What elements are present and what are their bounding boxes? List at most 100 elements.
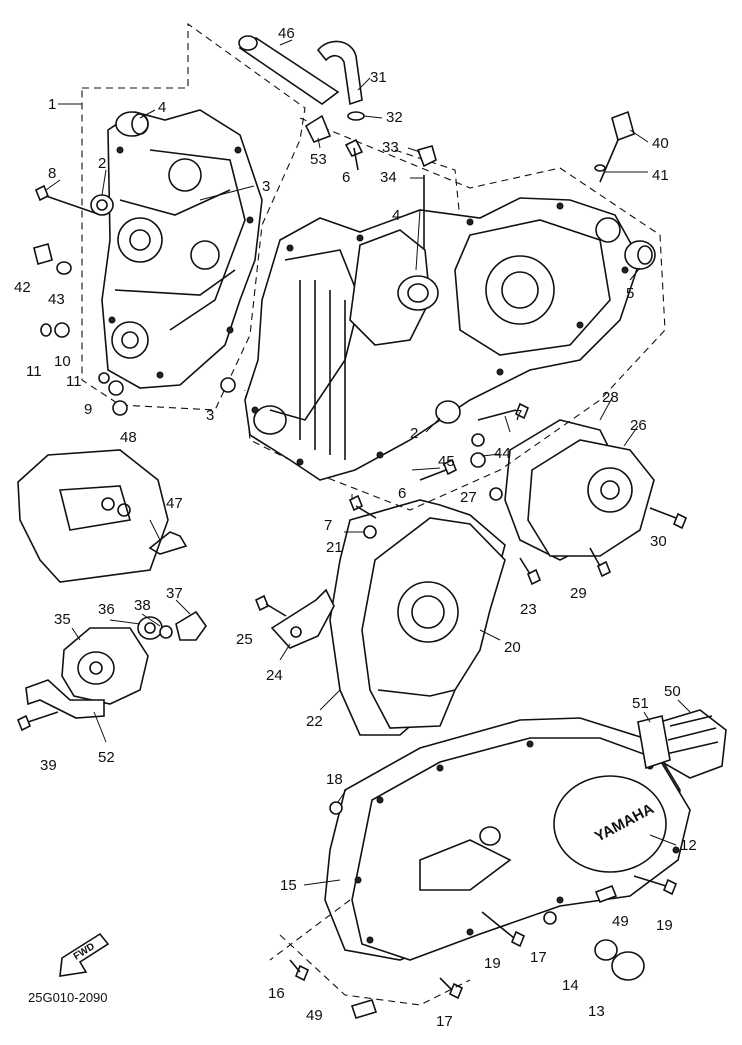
callout-6: 6 xyxy=(342,169,350,186)
seal-51 xyxy=(637,715,671,770)
washer-44 xyxy=(471,433,485,447)
gasket-43 xyxy=(56,261,72,275)
o-ring-14 xyxy=(594,939,618,961)
callout-51: 51 xyxy=(632,695,649,712)
dowel-27 xyxy=(489,487,503,501)
seal-38 xyxy=(159,625,173,639)
callout-34: 34 xyxy=(380,169,397,186)
bolt-39 xyxy=(16,711,59,732)
callout-10: 10 xyxy=(54,353,71,370)
nut-45 xyxy=(470,452,486,468)
callout-40: 40 xyxy=(652,135,669,152)
callout-3-lower: 3 xyxy=(206,407,214,424)
callout-16: 16 xyxy=(268,985,285,1002)
callout-33: 33 xyxy=(382,139,399,156)
callout-36: 36 xyxy=(98,601,115,618)
clip-47 xyxy=(148,531,188,555)
callout-26: 26 xyxy=(630,417,647,434)
bolt-16 xyxy=(289,959,310,982)
callout-35: 35 xyxy=(54,611,71,628)
pin-49-a xyxy=(594,884,618,904)
callout-13: 13 xyxy=(588,1003,605,1020)
callout-17-a: 17 xyxy=(530,949,547,966)
drawing-code: 25G010-2090 xyxy=(28,990,108,1005)
callout-47: 47 xyxy=(166,495,183,512)
bolt-6-upper xyxy=(344,138,364,171)
callout-31: 31 xyxy=(370,69,387,86)
hose-46 xyxy=(238,35,340,105)
impeller-36 xyxy=(137,616,163,640)
bolt-8 xyxy=(34,184,99,215)
callout-32: 32 xyxy=(386,109,403,126)
hose-31 xyxy=(316,40,363,106)
water-pump-housing-35 xyxy=(61,627,149,705)
bearing-5 xyxy=(624,240,656,270)
callout-48: 48 xyxy=(120,429,137,446)
callout-28: 28 xyxy=(602,389,619,406)
crankcase-cover-20 xyxy=(361,517,506,729)
callout-4-right: 4 xyxy=(392,207,400,224)
callout-42: 42 xyxy=(14,279,31,296)
callout-45: 45 xyxy=(438,453,455,470)
guard-24 xyxy=(270,588,335,649)
bolt-30 xyxy=(649,507,688,530)
crankcase-cover-12 xyxy=(351,737,691,961)
pin-11-a xyxy=(40,323,52,337)
callout-49-b: 49 xyxy=(306,1007,323,1024)
callout-19-a: 19 xyxy=(656,917,673,934)
right-crankcase-half xyxy=(244,197,641,481)
callout-49-a: 49 xyxy=(612,913,629,930)
callout-50: 50 xyxy=(664,683,681,700)
callout-37: 37 xyxy=(166,585,183,602)
callout-14: 14 xyxy=(562,977,579,994)
callout-19-b: 19 xyxy=(484,955,501,972)
leader-lines xyxy=(45,39,691,886)
callout-9: 9 xyxy=(84,401,92,418)
dowel-21 xyxy=(363,525,377,539)
bolt-7-lower xyxy=(348,494,377,519)
callout-4: 4 xyxy=(158,99,166,116)
callout-15: 15 xyxy=(280,877,297,894)
bolt-6-mid xyxy=(419,458,458,481)
bearing-4-left xyxy=(115,111,149,137)
pin-11-b xyxy=(98,372,110,384)
bolt-19-lower xyxy=(481,911,526,948)
duct-50 xyxy=(659,709,727,779)
callout-21: 21 xyxy=(326,539,343,556)
callout-18: 18 xyxy=(326,771,343,788)
callout-41: 41 xyxy=(652,167,669,184)
callout-20: 20 xyxy=(504,639,521,656)
pin-49-b xyxy=(350,999,378,1019)
callout-2-right: 2 xyxy=(410,425,418,442)
oil-seal-2-right xyxy=(435,400,461,424)
collar-10 xyxy=(54,322,70,338)
dipstick-40 xyxy=(594,110,635,183)
callout-44: 44 xyxy=(494,445,511,462)
callout-43: 43 xyxy=(48,291,65,308)
callout-38: 38 xyxy=(134,597,151,614)
dowel-48 xyxy=(112,400,128,416)
callout-11-b: 11 xyxy=(66,373,82,390)
callout-22: 22 xyxy=(306,713,323,730)
left-side-panel xyxy=(17,449,169,583)
bolt-23 xyxy=(519,557,542,586)
clip-32 xyxy=(347,111,365,121)
bolt-7-right xyxy=(477,402,530,421)
dowel-18 xyxy=(329,801,343,815)
bolt-19-upper xyxy=(633,875,678,896)
callout-2: 2 xyxy=(98,155,106,172)
callout-29: 29 xyxy=(570,585,587,602)
callout-46: 46 xyxy=(278,25,295,42)
pin-9 xyxy=(108,380,124,396)
callout-8: 8 xyxy=(48,165,56,182)
bolt-17-lower xyxy=(439,977,464,1000)
callout-52: 52 xyxy=(98,749,115,766)
callout-39: 39 xyxy=(40,757,57,774)
fwd-arrow: FWD xyxy=(59,932,110,977)
callout-3: 3 xyxy=(262,178,270,195)
bolt-29 xyxy=(589,547,612,578)
callout-1: 1 xyxy=(48,96,56,113)
callout-53: 53 xyxy=(310,151,327,168)
bracket-52 xyxy=(25,679,105,719)
callout-27: 27 xyxy=(460,489,477,506)
